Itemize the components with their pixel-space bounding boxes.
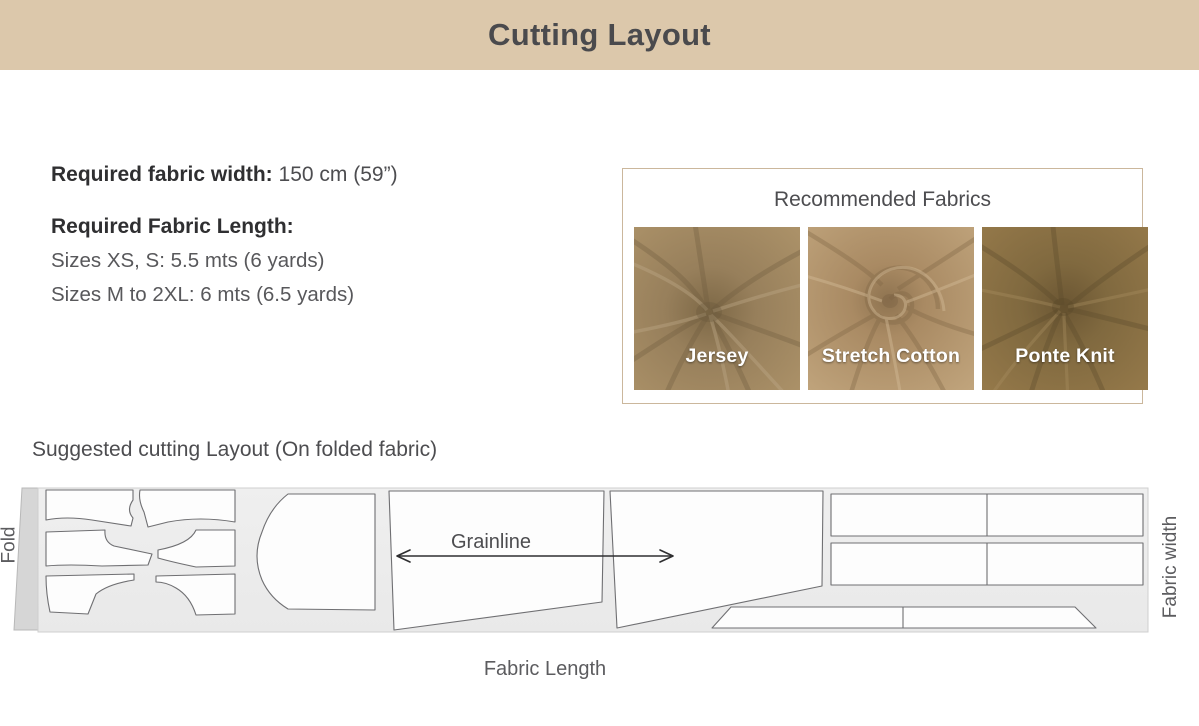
grainline-arrow (396, 549, 674, 563)
cutting-layout-diagram (13, 487, 1149, 633)
pattern-piece-bodice-back-left (45, 529, 153, 567)
recommended-fabrics-panel: Recommended Fabrics (622, 168, 1148, 404)
pattern-piece-bodice-front-left (45, 489, 134, 527)
fabric-length-axis-label: Fabric Length (483, 658, 607, 680)
fabric-length-size-2: Sizes M to 2XL: 6 mts (6.5 yards) (51, 283, 355, 306)
fabric-width-value: 150 cm (59”) (278, 163, 398, 186)
pattern-piece-skirt-panel-right (609, 490, 824, 629)
fabric-width-axis-label: Fabric width (1160, 515, 1182, 619)
fabric-length-size-1: Sizes XS, S: 5.5 mts (6 yards) (51, 249, 325, 272)
header-band: Cutting Layout (0, 0, 1199, 70)
pattern-piece-bodice-back-right (157, 529, 236, 568)
pattern-piece-skirt-panel-left (388, 490, 605, 631)
fabric-swatch-jersey: Jersey (634, 227, 800, 390)
fabric-swatch-label-ponte-knit: Ponte Knit (1015, 345, 1115, 367)
ponte-knit-fabric-texture (982, 227, 1148, 390)
fabric-length-label: Required Fabric Length: (51, 215, 294, 238)
fabric-width-label: Required fabric width: (51, 163, 273, 186)
fabric-requirements: Required fabric width: 150 cm (59”) Requ… (51, 158, 571, 312)
pattern-piece-sleeve-left (45, 573, 135, 615)
fabric-length-line: Required Fabric Length: (51, 210, 571, 244)
fabric-width-line: Required fabric width: 150 cm (59”) (51, 158, 571, 192)
fabric-swatch-row: Jersey (634, 227, 1148, 390)
fold-label: Fold (0, 526, 20, 564)
grainline-label: Grainline (451, 531, 532, 553)
recommended-fabrics-title: Recommended Fabrics (773, 188, 992, 211)
fabric-swatch-label-stretch-cotton: Stretch Cotton (821, 345, 961, 367)
pattern-piece-hem-band (711, 606, 1097, 629)
pattern-piece-bodice-front-right (138, 489, 236, 528)
fabric-swatch-label-jersey: Jersey (685, 345, 749, 367)
fabric-swatch-ponte-knit: Ponte Knit (982, 227, 1148, 390)
pattern-piece-yoke (256, 493, 376, 611)
jersey-fabric-texture (634, 227, 800, 390)
stretch-cotton-fabric-texture (808, 227, 974, 390)
cutting-layout-caption: Suggested cutting Layout (On folded fabr… (32, 438, 438, 461)
fabric-swatch-stretch-cotton: Stretch Cotton (808, 227, 974, 390)
pattern-piece-sleeve-right (155, 573, 236, 616)
page-title: Cutting Layout (488, 17, 711, 52)
